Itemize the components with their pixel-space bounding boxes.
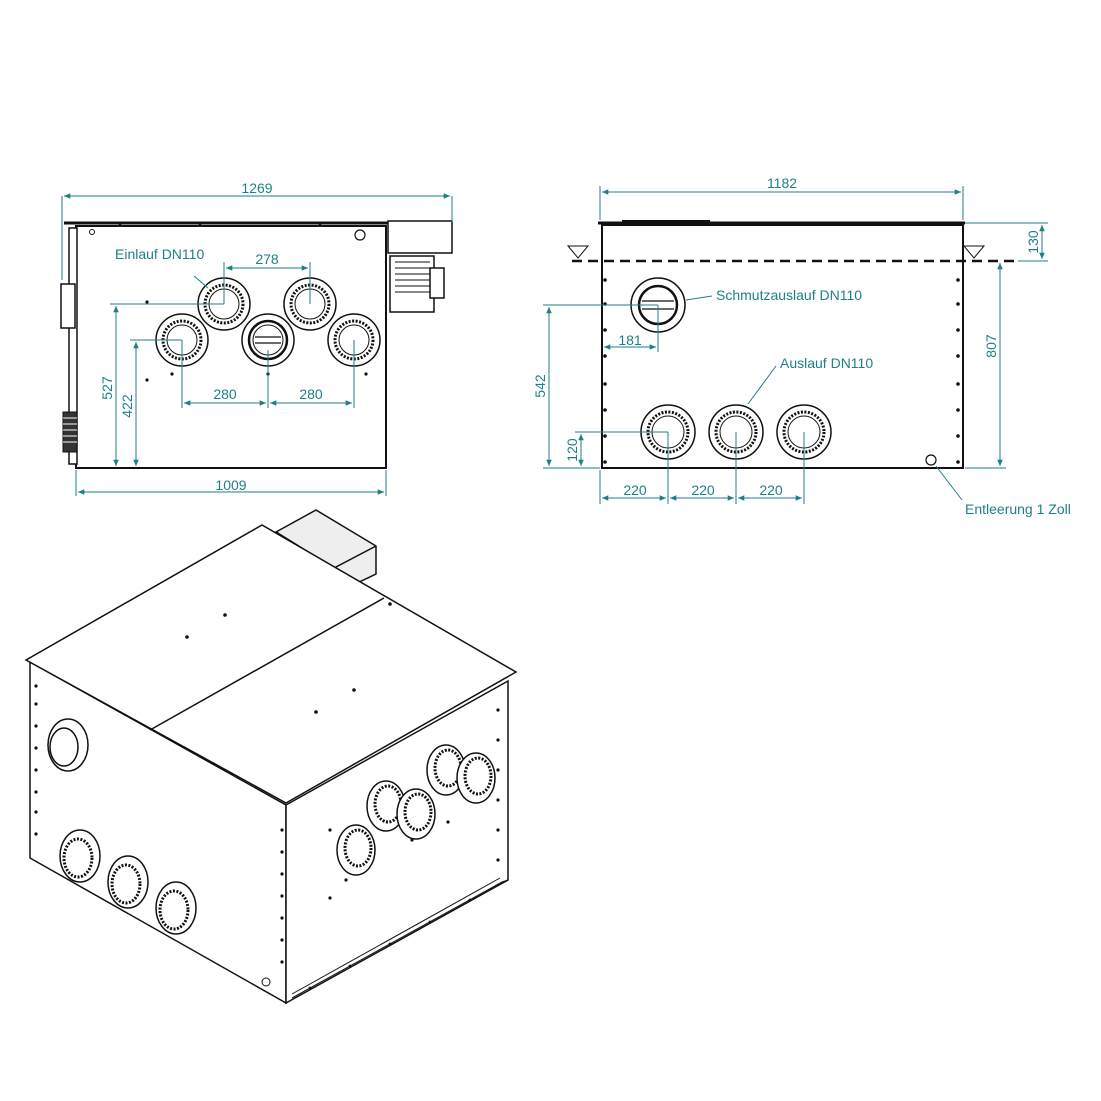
side-view-dirt-outlet (241, 313, 295, 367)
front-dim-130: 130 (1025, 230, 1041, 254)
side-label-inlet: Einlauf DN110 (115, 246, 204, 262)
side-dim-422: 422 (119, 394, 135, 418)
front-view: 1182 130 807 542 181 120 220 220 220 Sch… (532, 175, 1071, 517)
front-dim-220-2: 220 (691, 482, 715, 498)
iso-left-inlet-3 (155, 881, 197, 935)
side-dim-1269: 1269 (241, 180, 272, 196)
isometric-view (24, 509, 518, 1005)
side-view-left-pipe-top (60, 283, 76, 329)
front-label-outlet: Auslauf DN110 (780, 355, 873, 371)
iso-right-outlet-3 (396, 788, 436, 840)
front-dim-120: 120 (564, 438, 580, 462)
iso-left-inlet-1 (59, 829, 101, 883)
iso-right-outlet-1 (336, 824, 376, 876)
iso-right-outlet-5 (456, 752, 496, 804)
front-dim-220-3: 220 (759, 482, 783, 498)
front-dim-542: 542 (532, 374, 548, 398)
front-dim-807: 807 (983, 334, 999, 358)
front-label-drain: Entleerung 1 Zoll (965, 501, 1071, 517)
side-view-left-flange (68, 227, 78, 465)
side-view-motor-housing (387, 220, 453, 254)
side-view: 1269 1009 278 280 280 527 422 Einlauf DN… (60, 180, 453, 496)
side-dim-280-left: 280 (213, 386, 237, 402)
water-level-marker-right (962, 245, 986, 259)
side-view-motor (389, 255, 435, 313)
side-dim-280-right: 280 (299, 386, 323, 402)
iso-left-inlet-2 (107, 855, 149, 909)
iso-left-inlet-top (47, 718, 89, 772)
front-view-drain (925, 454, 937, 466)
iso-top-lid (24, 524, 518, 804)
water-level-marker-left (566, 245, 590, 259)
side-dim-527: 527 (99, 376, 115, 400)
front-dim-181: 181 (618, 332, 642, 348)
side-dim-278: 278 (255, 251, 279, 267)
front-dim-1182: 1182 (767, 175, 797, 191)
front-label-dirt-outlet: Schmutzauslauf DN110 (716, 287, 862, 303)
front-dim-220-1: 220 (623, 482, 647, 498)
side-dim-1009: 1009 (215, 477, 246, 493)
